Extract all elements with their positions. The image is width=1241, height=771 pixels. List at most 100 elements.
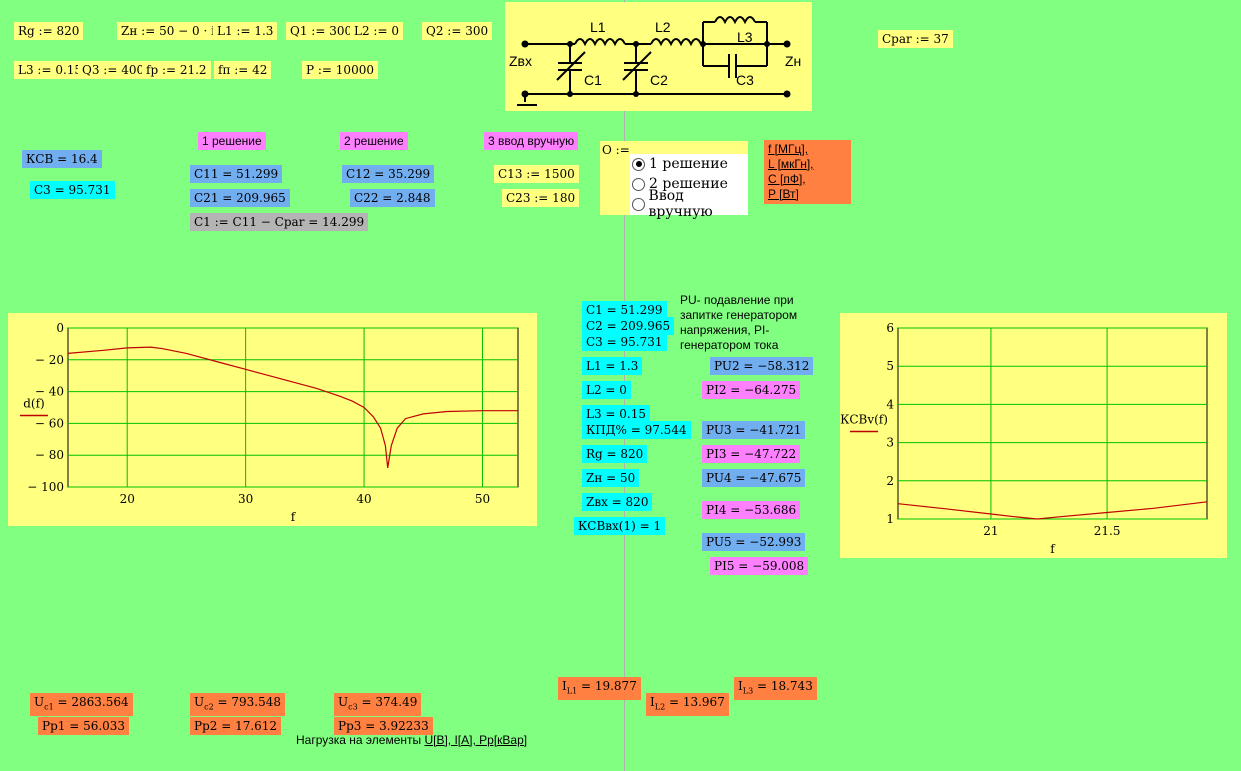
- result-uc2: Uc2 = 793.548: [190, 693, 286, 717]
- chart-ksv-y-tick-label: 6: [886, 321, 894, 335]
- param-q3[interactable]: Q3 := 400: [78, 61, 149, 79]
- suppression-note: PU- подавление при запитке генератором н…: [680, 293, 798, 352]
- chart-ksv-plot-area: [897, 327, 1208, 520]
- label-l2: L2: [655, 19, 671, 35]
- result-pi3: PI3 = −47.722: [702, 445, 801, 463]
- header-solution-1: 1 решение: [198, 132, 266, 150]
- chart-d-y-tick-label: − 40: [35, 385, 64, 399]
- param-cpar[interactable]: Cpar := 37: [878, 30, 953, 48]
- chart-d-y-tick-label: − 100: [27, 480, 64, 494]
- param-fp[interactable]: fp := 21.2: [142, 61, 211, 79]
- result-uc3: Uc3 = 374.49: [334, 693, 422, 717]
- param-fn[interactable]: fп := 42: [214, 61, 272, 79]
- radio-option-1[interactable]: 1 решение: [630, 154, 748, 174]
- param-q1[interactable]: Q1 := 300: [286, 22, 357, 40]
- chart-ksv-y-tick-label: 1: [886, 512, 894, 526]
- result-pi5: PI5 = −59.008: [710, 557, 809, 575]
- result-pu5: PU5 = −52.993: [702, 533, 806, 551]
- param-l3[interactable]: L3 := 0.15: [14, 61, 87, 79]
- radio-option-2[interactable]: 2 решение: [630, 174, 748, 194]
- chart-d-x-axis-label: f: [291, 510, 297, 524]
- result-l2: L2 = 0: [582, 381, 631, 399]
- result-c1: C1 = 51.299: [582, 301, 667, 319]
- chart-d-y-tick-label: 0: [56, 321, 64, 335]
- param-zn[interactable]: Zн := 50 − 0 · i: [117, 22, 219, 40]
- chart-d-y-tick-label: − 20: [35, 353, 64, 367]
- header-solution-2: 2 решение: [340, 132, 408, 150]
- radio-button-checked[interactable]: [632, 157, 645, 171]
- chart-d-y-tick-label: − 80: [35, 448, 64, 462]
- selector-label: O :=: [602, 143, 630, 157]
- circuit-schematic: L1 L2 L3 C1 C2 C3 Zвх Zн: [509, 16, 801, 106]
- solution-selector: O := 1 решение 2 решение Ввод вручную: [600, 141, 748, 220]
- chart-ksv-y-tick-label: 2: [886, 474, 894, 488]
- result-uc1: Uc1 = 2863.564: [30, 693, 133, 717]
- result-zin: Zвх = 820: [582, 493, 653, 511]
- result-l1: L1 = 1.3: [582, 357, 643, 375]
- header-solution-3: 3 ввод вручную: [484, 132, 579, 150]
- chart-d-plot-area: [67, 327, 519, 488]
- chart-ksv-series-line: [897, 501, 1208, 520]
- chart-d-x-tick-label: 20: [120, 492, 135, 506]
- label-c2: C2: [650, 72, 668, 88]
- circuit-diagram: L1 L2 L3 C1 C2 C3 Zвх Zн: [505, 2, 812, 111]
- result-c12: C12 = 35.299: [342, 165, 435, 183]
- result-c2: C2 = 209.965: [582, 317, 675, 335]
- chart-d-y-axis-label: d(f): [23, 397, 45, 411]
- result-rg: Rg = 820: [582, 445, 648, 463]
- param-q2[interactable]: Q2 := 300: [422, 22, 493, 40]
- chart-d-x-tick-label: 40: [356, 492, 371, 506]
- input-c13[interactable]: C13 := 1500: [494, 165, 579, 183]
- chart-ksv-y-tick-label: 4: [886, 397, 894, 411]
- label-l3: L3: [737, 29, 753, 45]
- result-pp3: Pp3 = 3.92233: [334, 717, 433, 735]
- param-p[interactable]: P := 10000: [302, 61, 378, 79]
- chart-d-series-line: [67, 346, 518, 468]
- radio-group: 1 решение 2 решение Ввод вручную: [630, 154, 748, 220]
- chart-ksv-y-tick-label: 5: [886, 359, 894, 373]
- result-pu3: PU3 = −41.721: [702, 421, 806, 439]
- radio-option-3[interactable]: Ввод вручную: [630, 188, 748, 220]
- result-zn: Zн = 50: [582, 469, 640, 487]
- result-pi4: PI4 = −53.686: [702, 501, 801, 519]
- result-pu2: PU2 = −58.312: [710, 357, 814, 375]
- result-pp1: Pp1 = 56.033: [38, 717, 130, 735]
- result-il2: IL2 = 13.967: [646, 693, 729, 717]
- chart-d-y-tick-label: − 60: [35, 416, 64, 430]
- result-il1: IL1 = 19.877: [558, 677, 641, 701]
- chart-ksv-x-tick-label: 21: [983, 524, 998, 538]
- chart-ksv-y-axis-label: КСВv(f): [840, 413, 888, 427]
- param-rg[interactable]: Rg := 820: [14, 22, 84, 40]
- result-il3: IL3 = 18.743: [734, 677, 817, 701]
- result-c3-mid: C3 = 95.731: [582, 333, 667, 351]
- chart-d-x-tick-label: 50: [475, 492, 490, 506]
- label-c3: C3: [736, 72, 754, 88]
- result-ksv: КСВ = 16.4: [22, 150, 102, 168]
- result-c21: C21 = 209.965: [190, 189, 290, 207]
- chart-d-of-f: 20 30 40 50 0 − 20 − 40 − 60 − 80 − 100 f d(f): [20, 321, 519, 524]
- radio-button[interactable]: [632, 177, 645, 191]
- result-c3: C3 = 95.731: [30, 181, 115, 199]
- result-pp2: Pp2 = 17.612: [190, 717, 282, 735]
- input-c23[interactable]: C23 := 180: [502, 189, 580, 207]
- param-l1[interactable]: L1 := 1.3: [213, 22, 278, 40]
- units-legend: f [МГц], L [мкГн], C [пФ], P [Вт]: [764, 140, 851, 204]
- result-l3: L3 = 0.15: [582, 405, 651, 423]
- chart-d-panel: 20 30 40 50 0 − 20 − 40 − 60 − 80 − 100 f d(f): [8, 313, 537, 526]
- result-pi2: PI2 = −64.275: [702, 381, 801, 399]
- label-zload: Zн: [785, 53, 801, 69]
- chart-ksv-x-tick-label: 21.5: [1094, 524, 1121, 538]
- param-l2[interactable]: L2 := 0: [350, 22, 403, 40]
- radio-button[interactable]: [632, 197, 645, 211]
- result-c22: C22 = 2.848: [350, 189, 435, 207]
- chart-ksv-y-tick-label: 3: [886, 436, 894, 450]
- label-zin: Zвх: [509, 53, 532, 69]
- result-pu4: PU4 = −47.675: [702, 469, 806, 487]
- result-ksv-in: КСВвх(1) = 1: [574, 517, 666, 535]
- result-c1-calc: C1 := C11 − Cpar = 14.299: [190, 213, 369, 231]
- result-c11: C11 = 51.299: [190, 165, 283, 183]
- label-l1: L1: [590, 19, 606, 35]
- result-kpd: КПД% = 97.544: [582, 421, 691, 439]
- chart-d-x-tick-label: 30: [238, 492, 253, 506]
